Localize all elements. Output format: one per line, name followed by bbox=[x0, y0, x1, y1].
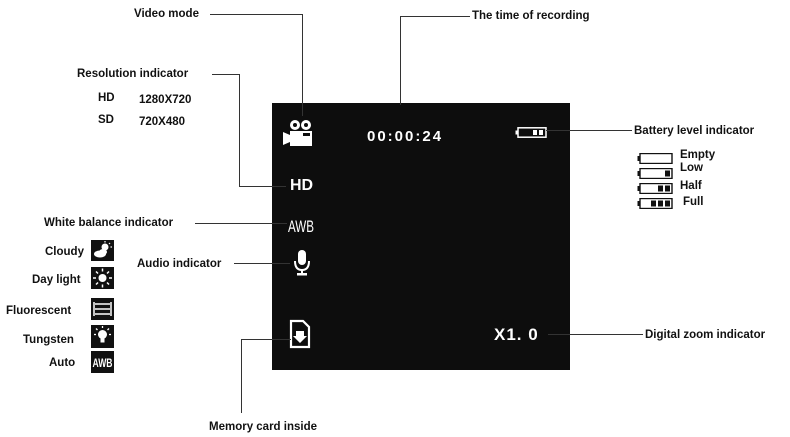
time-of-recording-label: The time of recording bbox=[472, 10, 590, 22]
battery-level-label: Full bbox=[683, 196, 704, 208]
sun-icon bbox=[91, 267, 114, 289]
memory-card-leader bbox=[241, 339, 242, 413]
video-mode-leader bbox=[210, 14, 303, 15]
video-mode-label: Video mode bbox=[134, 8, 199, 20]
battery-level-label: Empty bbox=[680, 149, 716, 161]
resolution-indicator-label: Resolution indicator bbox=[77, 68, 189, 80]
resolution-indicator: HD bbox=[290, 177, 314, 194]
audio-indicator-label: Audio indicator bbox=[137, 258, 222, 270]
resolution-option-value: 1280X720 bbox=[139, 94, 192, 106]
video-camera-icon bbox=[282, 117, 316, 156]
white-balance-leader bbox=[195, 223, 287, 224]
lcd-screen: 00:00:24 HD AWB X1. 0 bbox=[272, 103, 570, 370]
digital-zoom-indicator-label: Digital zoom indicator bbox=[645, 329, 766, 341]
white-balance-indicator: AWB bbox=[286, 213, 316, 242]
wb-option-label: Fluorescent bbox=[6, 305, 72, 317]
battery-level-label: Half bbox=[680, 180, 702, 192]
battery-level-indicator-label: Battery level indicator bbox=[634, 125, 755, 137]
digital-zoom-value: X1. 0 bbox=[494, 325, 539, 344]
wb-option-label: Tungsten bbox=[23, 334, 74, 346]
battery-full-icon bbox=[637, 196, 673, 214]
resolution-leader bbox=[212, 74, 240, 75]
battery-half-icon bbox=[637, 181, 673, 199]
resolution-leader bbox=[239, 74, 240, 187]
audio-leader bbox=[234, 263, 290, 264]
awb-text: AWB bbox=[288, 217, 314, 236]
bulb-icon bbox=[91, 325, 114, 348]
battery-level-label: Low bbox=[680, 162, 703, 174]
svg-text:AWB: AWB bbox=[93, 356, 113, 370]
cloudy-icon bbox=[91, 240, 114, 261]
time-leader bbox=[400, 16, 401, 105]
battery-icon bbox=[515, 125, 547, 143]
resolution-option-value: 720X480 bbox=[139, 116, 186, 128]
resolution-option-name: SD bbox=[98, 114, 114, 126]
recording-time: 00:00:24 bbox=[367, 128, 444, 145]
wb-option-label: Cloudy bbox=[45, 246, 84, 258]
resolution-option-name: HD bbox=[98, 92, 115, 104]
video-mode-leader bbox=[302, 14, 303, 116]
battery-low-icon bbox=[637, 166, 673, 184]
awb-icon: AWB bbox=[91, 351, 114, 373]
memory-card-icon bbox=[289, 319, 311, 354]
microphone-icon bbox=[293, 249, 311, 282]
battery-empty-icon bbox=[637, 151, 673, 169]
battery-leader bbox=[546, 130, 632, 131]
resolution-leader bbox=[239, 186, 286, 187]
memory-card-inside-label: Memory card inside bbox=[209, 421, 318, 433]
zoom-leader bbox=[548, 334, 643, 335]
white-balance-indicator-label: White balance indicator bbox=[44, 217, 174, 229]
memory-card-leader bbox=[241, 339, 291, 340]
fluorescent-icon bbox=[91, 298, 114, 320]
wb-option-label: Auto bbox=[49, 357, 76, 369]
wb-option-label: Day light bbox=[32, 274, 81, 286]
time-leader bbox=[400, 16, 470, 17]
